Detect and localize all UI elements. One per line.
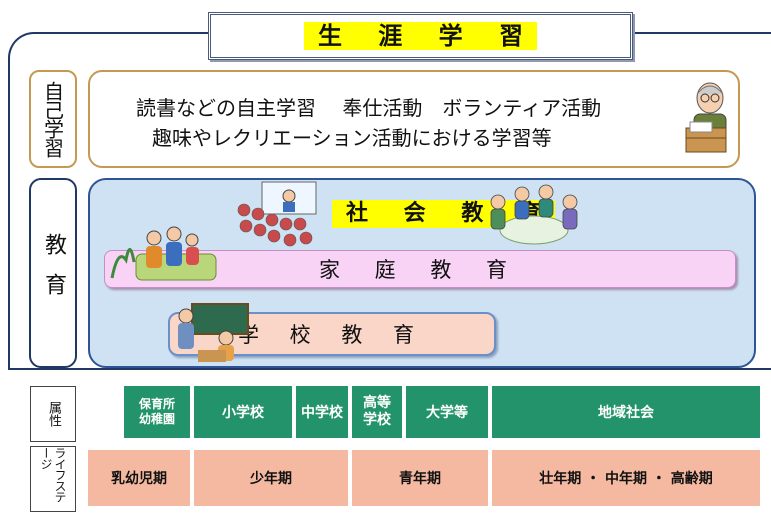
life-stage-row-label: ライフステージ bbox=[30, 446, 76, 512]
self-study-line-1: 読書などの自主学習 奉仕活動 ボランティア活動 bbox=[136, 96, 602, 120]
stage-infancy: 乳幼児期 bbox=[88, 450, 190, 506]
category-education: 教育 bbox=[29, 178, 77, 368]
school-education-bar: 学 校 教 育 bbox=[168, 312, 496, 356]
self-study-box bbox=[88, 70, 740, 168]
family-education-bar: 家 庭 教 育 bbox=[104, 250, 736, 288]
self-study-line-2: 趣味やレクリエーション活動における学習等 bbox=[152, 126, 552, 150]
stage-childhood: 少年期 bbox=[194, 450, 348, 506]
social-education-label: 社 会 教 育 bbox=[332, 200, 555, 228]
category-self-study: 自己学習 bbox=[29, 70, 77, 168]
stage-adult-middle-elderly: 壮年期 ・ 中年期 ・ 高齢期 bbox=[492, 450, 760, 506]
attr-junior-high-school: 中学校 bbox=[296, 386, 348, 438]
page-title: 生 涯 学 習 bbox=[303, 22, 538, 50]
attr-elementary-school: 小学校 bbox=[194, 386, 292, 438]
attr-nursery-kindergarten: 保育所 幼稚園 bbox=[124, 386, 190, 438]
stage-youth: 青年期 bbox=[352, 450, 488, 506]
frame-divider bbox=[8, 368, 771, 370]
attr-university: 大学等 bbox=[406, 386, 488, 438]
attr-community: 地域社会 bbox=[492, 386, 760, 438]
attr-high-school: 高等 学校 bbox=[352, 386, 402, 438]
attribute-row-label: 属性 bbox=[30, 386, 76, 442]
title-box: 生 涯 学 習 bbox=[208, 12, 633, 60]
